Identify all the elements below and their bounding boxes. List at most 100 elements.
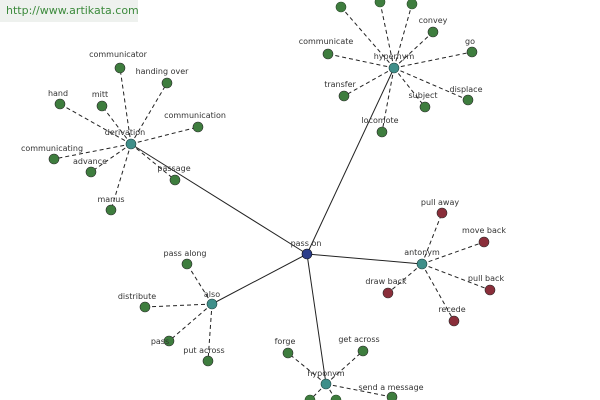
leaf-label[interactable]: draw back <box>365 277 407 286</box>
leaf-label[interactable]: pull back <box>468 274 505 283</box>
leaf-node[interactable] <box>139 301 151 313</box>
leaf-node-offscreen[interactable] <box>374 0 386 8</box>
hub-label-hypernym-top[interactable]: hypernym <box>374 52 415 61</box>
leaf-node[interactable] <box>161 77 173 89</box>
leaf-label[interactable]: communication <box>164 111 226 120</box>
edge-derivation-leaf <box>130 82 168 145</box>
leaf-node[interactable] <box>338 90 350 102</box>
leaf-label[interactable]: pass along <box>163 249 206 258</box>
hub-label-hyponym[interactable]: hyponym <box>307 369 345 378</box>
leaf-node[interactable] <box>202 355 214 367</box>
leaf-node[interactable] <box>376 126 388 138</box>
watermark-link[interactable]: http://www.artikata.com <box>0 0 139 22</box>
hub-node-hypernym-top[interactable] <box>388 62 400 74</box>
leaf-label[interactable]: locomote <box>361 116 398 125</box>
edge-derivation-leaf <box>90 143 132 173</box>
edge-hyponym-leaf <box>287 352 327 385</box>
leaf-node[interactable] <box>322 48 334 60</box>
leaf-label[interactable]: subject <box>409 91 438 100</box>
hub-label-also[interactable]: also <box>204 290 220 299</box>
leaf-node[interactable] <box>382 287 394 299</box>
edge-hypernym-top-leaf <box>343 67 395 97</box>
leaf-node[interactable] <box>105 204 117 216</box>
edge-antonym-leaf <box>421 263 491 291</box>
edge-derivation-leaf <box>119 67 132 145</box>
leaf-node[interactable] <box>85 166 97 178</box>
leaf-label[interactable]: pass <box>151 337 169 346</box>
edge-hypernym-top-leaf <box>393 51 473 69</box>
hub-node-antonym[interactable] <box>416 258 428 270</box>
edge-root-antonym <box>306 253 423 265</box>
hub-node-also[interactable] <box>206 298 218 310</box>
leaf-node[interactable] <box>163 335 175 347</box>
leaf-label[interactable]: put across <box>183 346 224 355</box>
root-node[interactable] <box>301 248 313 260</box>
hub-label-derivation[interactable]: derivation <box>105 128 145 137</box>
leaf-node[interactable] <box>386 391 398 400</box>
leaf-node[interactable] <box>48 153 60 165</box>
edge-root-derivation <box>130 143 308 255</box>
leaf-node[interactable] <box>96 100 108 112</box>
nodes-layer <box>48 0 496 400</box>
leaf-label[interactable]: communicator <box>89 50 148 59</box>
leaf-node[interactable] <box>114 62 126 74</box>
hub-node-hyponym[interactable] <box>320 378 332 390</box>
root-label[interactable]: pass on <box>291 239 322 248</box>
leaf-label[interactable]: forge <box>275 337 296 346</box>
edge-antonym-leaf <box>421 263 455 322</box>
leaf-label[interactable]: communicating <box>21 144 83 153</box>
leaf-node[interactable] <box>54 98 66 110</box>
edge-hyponym-leaf <box>325 383 393 398</box>
edge-hypernym-top-leaf <box>393 67 426 108</box>
leaf-label[interactable]: handing over <box>136 67 190 76</box>
leaf-node[interactable] <box>484 284 496 296</box>
leaf-label[interactable]: convey <box>419 16 448 25</box>
hub-label-antonym[interactable]: antonym <box>404 248 440 257</box>
leaf-node[interactable] <box>462 94 474 106</box>
leaf-label[interactable]: displace <box>450 85 483 94</box>
leaf-node[interactable] <box>419 101 431 113</box>
leaf-node-offscreen[interactable] <box>406 0 418 10</box>
leaf-node[interactable] <box>192 121 204 133</box>
leaf-label[interactable]: go <box>465 37 475 46</box>
edge-root-also <box>211 253 308 305</box>
leaf-label[interactable]: move back <box>462 226 506 235</box>
leaf-node[interactable] <box>436 207 448 219</box>
leaf-label[interactable]: manus <box>97 195 124 204</box>
leaf-node[interactable] <box>478 236 490 248</box>
leaf-node[interactable] <box>427 26 439 38</box>
leaf-label[interactable]: send a message <box>358 383 423 392</box>
edge-derivation-leaf <box>130 143 176 181</box>
edge-derivation-leaf <box>101 105 132 145</box>
leaf-label[interactable]: communicate <box>299 37 354 46</box>
edge-derivation-leaf <box>53 143 132 160</box>
leaf-node[interactable] <box>466 46 478 58</box>
edge-also-leaf <box>168 303 213 342</box>
leaf-label[interactable]: mitt <box>92 90 108 99</box>
leaf-node[interactable] <box>181 258 193 270</box>
hub-node-derivation[interactable] <box>125 138 137 150</box>
leaf-label[interactable]: passage <box>157 164 190 173</box>
leaf-label[interactable]: advance <box>73 157 107 166</box>
edge-hypernym-top-extra <box>379 1 395 69</box>
leaf-label[interactable]: hand <box>48 89 68 98</box>
leaf-label[interactable]: distribute <box>118 292 156 301</box>
edge-also-leaf <box>207 303 213 362</box>
labels-layer: communicator handing over hand mitt communic… <box>21 16 506 392</box>
edge-hypernym-top-leaf <box>381 67 395 133</box>
leaf-node[interactable] <box>169 174 181 186</box>
edge-hyponym-leaf <box>325 350 364 385</box>
edge-antonym-leaf <box>421 212 443 265</box>
leaf-node-offscreen[interactable] <box>304 394 316 400</box>
edge-also-leaf <box>144 303 213 308</box>
leaf-label[interactable]: recede <box>438 305 465 314</box>
leaf-node-offscreen[interactable] <box>335 1 347 13</box>
leaf-node[interactable] <box>282 347 294 359</box>
leaf-node[interactable] <box>448 315 460 327</box>
leaf-label[interactable]: get across <box>338 335 379 344</box>
leaf-label[interactable]: transfer <box>324 80 356 89</box>
leaf-node[interactable] <box>357 345 369 357</box>
leaf-node-offscreen[interactable] <box>330 394 342 400</box>
leaf-label[interactable]: pull away <box>421 198 459 207</box>
